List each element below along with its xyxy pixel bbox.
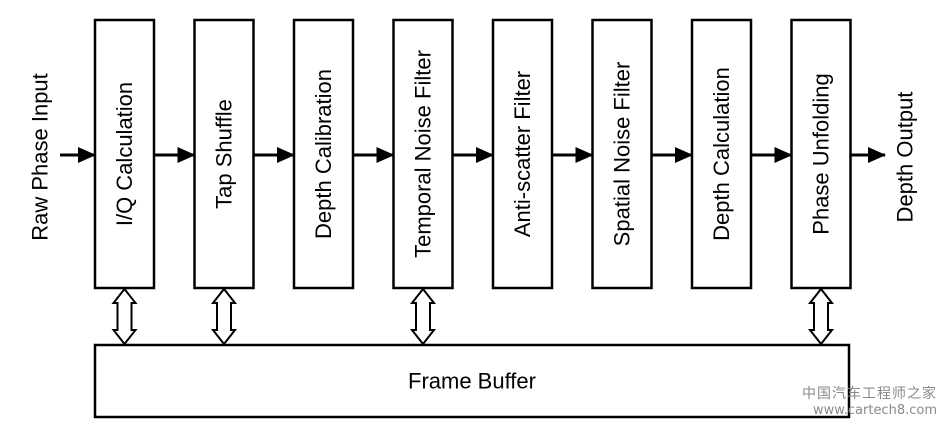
stage-temporal-noise-filter: Temporal Noise Filter (392, 18, 454, 290)
stage-group: I/Q Calculation Tap Shuffle Depth Calibrat… (93, 18, 852, 290)
stage-box (193, 18, 255, 290)
stage-label: Phase Unfolding (809, 73, 834, 234)
stage-box (591, 18, 653, 290)
stage-label: Temporal Noise Filter (411, 50, 436, 258)
buffer-link-arrow (111, 287, 138, 346)
watermark-url: www.cartech8.com (813, 403, 937, 418)
watermark-name: 中国汽车工程师之家 (802, 386, 937, 402)
stage-label: Anti-scatter Filter (510, 71, 535, 237)
frame-buffer-label: Frame Buffer (408, 369, 536, 394)
buffer-link-arrow (807, 287, 835, 346)
stage-label: Depth Calculation (709, 67, 734, 241)
buffer-link-arrow (409, 287, 437, 346)
stage-label: Depth Calibration (311, 69, 336, 239)
watermark: 中国汽车工程师之家 www.cartech8.com (793, 383, 937, 418)
stage-label: Spatial Noise Filter (610, 62, 635, 247)
stage-phase-unfolding: Phase Unfolding (790, 18, 852, 290)
stage-depth-calibration: Depth Calibration (292, 18, 355, 290)
frame-buffer-box (93, 343, 851, 419)
stage-anti-scatter-filter: Anti-scatter Filter (491, 18, 554, 290)
stage-box (491, 18, 554, 290)
stage-label: I/Q Calculation (112, 82, 137, 226)
stage-depth-calculation: Depth Calculation (690, 18, 753, 290)
stage-tap-shuffle: Tap Shuffle (193, 18, 255, 290)
buffer-link-arrow (210, 287, 238, 346)
buffer-links (111, 287, 835, 346)
stage-spatial-noise-filter: Spatial Noise Filter (591, 18, 653, 290)
output-label: Depth Output (893, 92, 918, 223)
stage-label: Tap Shuffle (212, 99, 237, 209)
stage-box (790, 18, 852, 290)
stage-i-q-calculation: I/Q Calculation (93, 18, 156, 290)
input-label: Raw Phase Input (28, 73, 53, 241)
